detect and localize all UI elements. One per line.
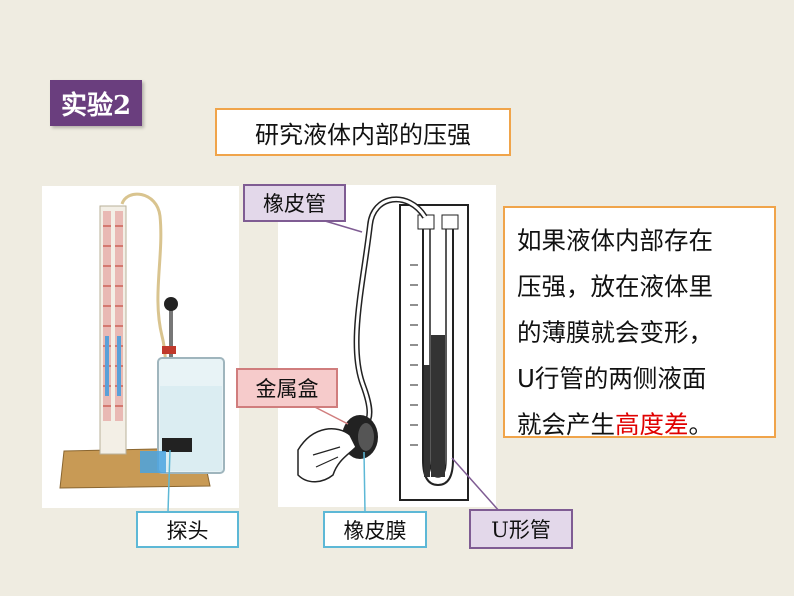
description-line-4: U行管的两侧液面 [517, 364, 707, 393]
description-line-1: 如果液体内部存在 [517, 226, 713, 255]
label-probe: 探头 [136, 511, 239, 548]
page-title: 研究液体内部的压强 [215, 108, 511, 156]
apparatus-illustration [59, 192, 225, 489]
label-u-tube: U形管 [469, 509, 573, 549]
description-line-5-suffix: 。 [688, 410, 714, 439]
manometer-drawing [278, 185, 496, 507]
description-line-5-prefix: 就会产生 [517, 410, 615, 439]
label-rubber-tube: 橡皮管 [243, 184, 346, 222]
label-rubber-film: 橡皮膜 [323, 511, 427, 548]
description-line-2: 压强，放在液体里 [517, 272, 713, 301]
experiment-badge: 实验2 [50, 80, 142, 126]
highlight-height-difference: 高度差 [615, 410, 689, 439]
apparatus-photo [42, 186, 239, 508]
manometer-illustration [297, 196, 469, 501]
description-box: 如果液体内部存在 压强，放在液体里 的薄膜就会变形， U行管的两侧液面 就会产生… [503, 206, 776, 439]
description-line-5: 就会产生高度差。 [517, 402, 764, 448]
description-line-3: 的薄膜就会变形， [517, 318, 713, 347]
label-metal-box: 金属盒 [236, 368, 338, 408]
